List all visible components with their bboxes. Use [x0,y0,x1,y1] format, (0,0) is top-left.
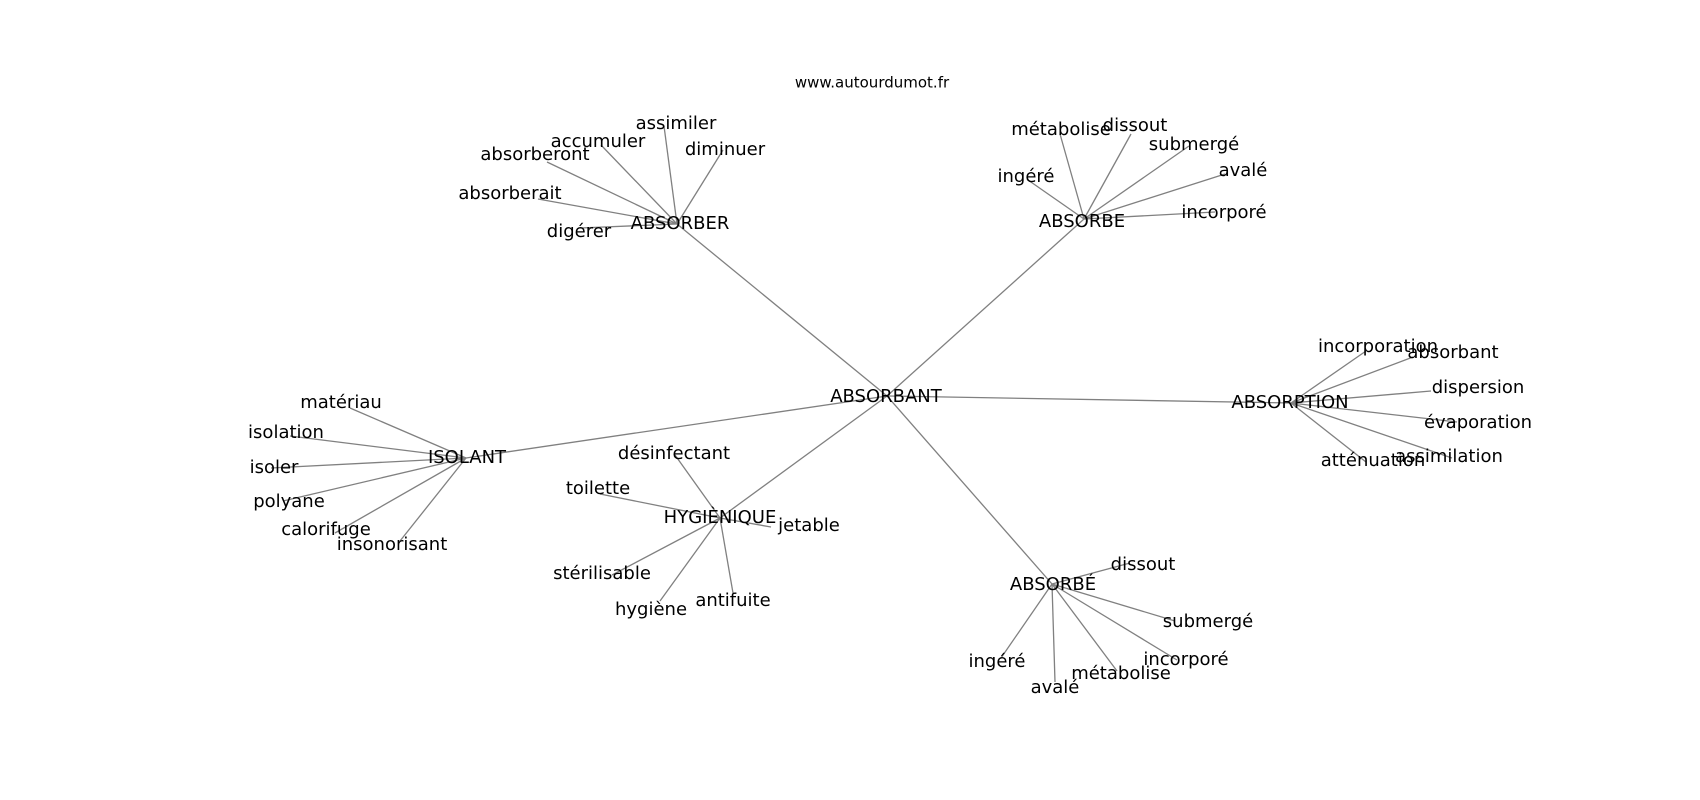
edge-hub-to-leaf [600,144,678,225]
edge-hub-to-leaf [1051,583,1176,622]
edge-hub-to-leaf [1290,390,1432,404]
edge-hub-to-leaf [1290,402,1453,459]
edge-hub-to-leaf [1083,173,1226,220]
leaf-node-label: calorifuge [281,519,371,540]
leaf-node-label: incorporé [1143,649,1228,670]
leaf-node-label: isolation [248,422,324,443]
edge-hub-to-leaf [546,161,678,225]
edge-hub-to-leaf [1051,583,1056,683]
edges [270,125,1458,683]
leaf-node-label: jetable [777,515,840,536]
edge-hub-to-leaf [599,493,721,519]
leaf-node-label: ingéré [998,166,1055,187]
hub-node-label: ISOLANT [428,447,507,468]
leaf-node-label: atténuation [1321,450,1426,471]
leaf-node-label: dispersion [1432,377,1525,398]
hub-node-label: ABSORPTION [1231,392,1348,413]
leaf-node-label: polyane [253,491,325,512]
leaf-node-label: incorporé [1181,202,1266,223]
leaf-node-label: antifuite [695,590,770,611]
edge-hub-to-leaf [676,149,724,225]
leaf-node-label: avalé [1219,160,1268,181]
edge-hub-to-leaf [282,457,467,502]
hub-node-label: ABSORBÉ [1010,573,1096,595]
edge-hub-to-leaf [1290,402,1367,463]
leaf-node-label: isoler [250,457,299,478]
edge-hub-to-leaf [1051,583,1178,661]
edge-hub-to-leaf [1000,583,1053,659]
edge-hub-to-leaf [663,125,678,225]
edge-hub-to-leaf [334,457,467,534]
edge-center-to-hub [886,395,1053,585]
leaf-node-label: diminuer [685,139,766,160]
leaf-node-label: absorbant [1407,342,1498,363]
edge-hub-to-leaf [1083,211,1216,220]
hub-node-label: HYGIÈNIQUE [664,506,777,528]
center-node-label: ABSORBANT [830,386,943,407]
edge-center-to-hub [676,223,888,397]
leaf-node-label: assimilation [1395,446,1503,467]
leaf-node-label: insonorisant [337,534,448,555]
leaf-node-label: dissout [1111,554,1176,575]
leaf-node-label: digérer [547,221,612,242]
source-label: www.autourdumot.fr [795,74,950,92]
edge-hub-to-leaf [659,517,721,602]
leaf-node-label: assimiler [636,113,717,134]
leaf-node-label: ingéré [969,651,1026,672]
edge-hub-to-leaf [1290,350,1367,404]
edge-hub-to-leaf [579,223,678,229]
edge-hub-to-leaf [1083,145,1190,220]
leaf-node-label: avalé [1031,677,1080,698]
edge-hub-to-leaf [1290,356,1414,404]
edge-hub-to-leaf [1083,133,1132,220]
leaf-node-label: matériau [300,392,382,413]
leaf-node-label: toilette [566,478,630,499]
edge-hub-to-leaf [399,457,467,542]
edge-hub-to-leaf [289,435,467,459]
edge-hub-to-leaf [719,517,734,594]
leaf-node-label: métabolise [1011,119,1111,140]
edge-hub-to-leaf [611,517,721,576]
edge-hub-to-leaf [1051,562,1131,585]
edge-hub-to-leaf [349,407,467,459]
edge-hub-to-leaf [1059,133,1085,220]
edge-hub-to-leaf [719,517,772,528]
edge-center-to-hub [886,395,1292,404]
hub-node-label: ABSORBER [631,213,730,234]
leaf-node-label: évaporation [1424,412,1532,433]
edge-hub-to-leaf [1290,402,1458,423]
leaf-node-label: dissout [1103,115,1168,136]
edge-center-to-hub [886,218,1085,397]
leaf-node-label: accumuler [551,131,646,152]
leaf-node-label: stérilisable [553,563,651,584]
edge-center-to-hub [719,395,888,519]
leaf-node-label: submergé [1163,611,1253,632]
hub-node-label: ABSORBE [1039,211,1125,232]
leaf-node-label: hygiène [615,599,687,620]
leaf-node-label: incorporation [1318,336,1438,357]
edge-hub-to-leaf [537,198,678,225]
edge-hub-to-leaf [1027,179,1085,220]
leaf-node-label: absorberait [458,183,561,204]
edge-hub-to-leaf [1051,583,1118,672]
edge-hub-to-leaf [270,457,467,469]
leaf-node-label: submergé [1149,134,1239,155]
leaf-node-label: absorberont [480,144,589,165]
edge-center-to-hub [465,395,888,459]
leaf-node-label: désinfectant [618,443,730,464]
leaf-node-label: métabolise [1071,663,1171,684]
edge-hub-to-leaf [674,454,721,519]
